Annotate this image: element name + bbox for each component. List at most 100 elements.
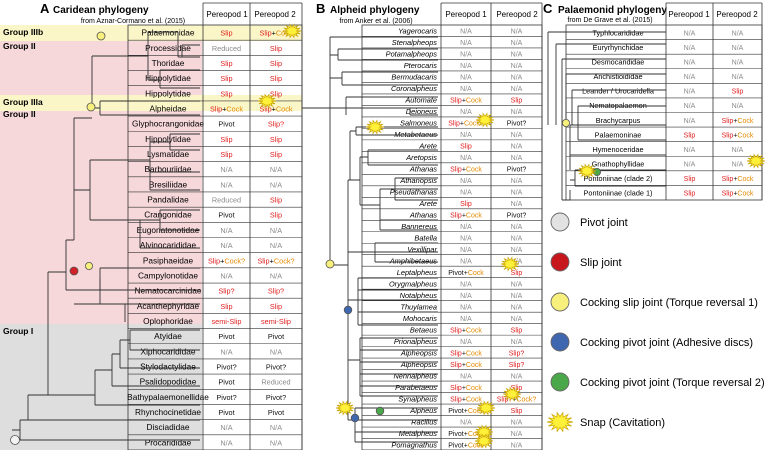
panel-a-nodes bbox=[10, 31, 106, 445]
taxon-name: Pasiphaeidae bbox=[143, 255, 194, 265]
taxon-name: Psalidopodidae bbox=[140, 377, 197, 387]
taxon-name: Vexillipar bbox=[407, 245, 437, 254]
cell-value: N/A bbox=[270, 423, 282, 432]
cell-value: Pivot bbox=[268, 332, 284, 341]
group-label-iiia: Group IIIa bbox=[3, 97, 43, 107]
cell-value: Slip bbox=[220, 302, 232, 311]
cell-value: N/A bbox=[732, 45, 744, 52]
cell-value: N/A bbox=[511, 178, 523, 185]
cell-value: Slip+Cock? bbox=[448, 121, 484, 128]
snap-icon bbox=[335, 400, 355, 416]
cell-value: N/A bbox=[511, 373, 523, 380]
cell-value: Pivot? bbox=[507, 167, 527, 174]
taxon-name: Typhlocarididae bbox=[592, 28, 643, 37]
cell-value: N/A bbox=[460, 155, 472, 162]
cell-value: N/A bbox=[220, 423, 232, 432]
cell-value: N/A bbox=[460, 224, 472, 231]
cell-value: N/A bbox=[270, 226, 282, 235]
taxon-name: Prionalpheus bbox=[394, 337, 437, 346]
cell-value: N/A bbox=[684, 74, 696, 81]
cell-value: N/A bbox=[511, 339, 523, 346]
cell-value: N/A bbox=[270, 165, 282, 174]
cell-value: semi-Slip bbox=[261, 317, 291, 326]
legend-label: Pivot joint bbox=[580, 217, 628, 229]
taxon-name: Alpheidae bbox=[150, 103, 187, 113]
cocking-slip-node bbox=[85, 261, 94, 270]
legend-label: Snap (Cavitation) bbox=[580, 417, 665, 429]
taxon-name: Lysmatidae bbox=[147, 149, 190, 159]
cell-value: N/A bbox=[220, 271, 232, 280]
cell-value: N/A bbox=[460, 190, 472, 197]
cell-value: Slip+Cock bbox=[259, 29, 292, 38]
cell-value: N/A bbox=[511, 224, 523, 231]
cell-value: Slip+Cock bbox=[722, 191, 754, 198]
cell-value: N/A bbox=[732, 30, 744, 37]
taxon-name: Glyphocrangonidae bbox=[132, 119, 204, 129]
cell-value: N/A bbox=[270, 271, 282, 280]
cell-value: N/A bbox=[511, 316, 523, 323]
snap-icon bbox=[474, 433, 494, 449]
adhesive-disc-node bbox=[350, 413, 360, 423]
cell-value: Slip? bbox=[268, 287, 284, 296]
cell-value: Pivot bbox=[218, 211, 234, 220]
taxon-name: Processidae bbox=[145, 43, 191, 53]
snap-bursts bbox=[257, 23, 766, 449]
legend-swatch bbox=[550, 212, 570, 232]
taxon-name: Crangonidae bbox=[144, 210, 192, 220]
cell-value: N/A bbox=[511, 419, 523, 426]
taxon-name: Leander / Urocaridella bbox=[582, 87, 655, 96]
panel-b-source: from Anker et al. (2006) bbox=[339, 18, 412, 25]
cell-value: N/A bbox=[511, 293, 523, 300]
group-iiia-band bbox=[0, 95, 302, 111]
cell-value: N/A bbox=[220, 438, 232, 447]
taxon-name: Mohocaris bbox=[403, 314, 437, 323]
cell-value: Pivot? bbox=[216, 393, 236, 402]
taxon-name: Euryrhynchidae bbox=[593, 43, 644, 52]
cell-value: N/A bbox=[220, 241, 232, 250]
taxon-name: Pandalidae bbox=[147, 195, 189, 205]
cell-value: Reduced bbox=[212, 44, 241, 53]
cell-value: N/A bbox=[684, 30, 696, 37]
taxon-name: Stylodactylidae bbox=[140, 362, 196, 372]
cell-value: Slip bbox=[270, 211, 282, 220]
cell-value: Slip bbox=[270, 196, 282, 205]
cell-value: N/A bbox=[511, 63, 523, 70]
taxon-name: Pseudathanas bbox=[390, 188, 438, 197]
taxon-name: Alvinocarididae bbox=[140, 240, 197, 250]
cell-value: N/A bbox=[732, 74, 744, 81]
cell-value: N/A bbox=[511, 29, 523, 36]
cell-value: Slip+Cock? bbox=[257, 256, 294, 265]
taxon-name: Pontoniinae (clade 2) bbox=[584, 174, 653, 183]
taxon-name: Arete bbox=[418, 199, 437, 208]
cell-value: N/A bbox=[460, 236, 472, 243]
taxon-name: Bathypalaemonellidae bbox=[127, 392, 209, 402]
taxon-name: Hippolytidae bbox=[145, 73, 191, 83]
group-label-iiib: Group IIIb bbox=[3, 27, 43, 37]
taxon-name: Hippolytidae bbox=[145, 134, 191, 144]
cell-value: Slip+Cock bbox=[450, 385, 482, 392]
taxon-name: Bannereus bbox=[401, 222, 437, 231]
taxon-name: Athanopsis bbox=[399, 176, 437, 185]
cell-value: Slip bbox=[220, 135, 232, 144]
cell-value: N/A bbox=[511, 144, 523, 151]
taxon-name: Betaeus bbox=[410, 325, 437, 334]
group-label-ii-top: Group II bbox=[3, 41, 36, 51]
cell-value: Slip bbox=[220, 59, 232, 68]
cell-value: N/A bbox=[511, 247, 523, 254]
cell-value: Pivot bbox=[218, 120, 234, 129]
cell-value: Pivot+Cock bbox=[448, 408, 484, 415]
cell-value: Pivot? bbox=[266, 393, 286, 402]
panel-a-letter: A bbox=[40, 1, 50, 16]
group-label-ii: Group II bbox=[3, 109, 36, 119]
taxon-name: Oplophoridae bbox=[143, 316, 193, 326]
taxon-name: Pontoniinae (clade 1) bbox=[584, 189, 653, 198]
cell-value: N/A bbox=[511, 132, 523, 139]
cell-value: Slip+Cock? bbox=[208, 256, 245, 265]
cell-value: Pivot? bbox=[507, 121, 527, 128]
cell-value: Pivot? bbox=[507, 213, 527, 220]
cell-value: N/A bbox=[732, 59, 744, 66]
panel-b-col1: Pereopod 1 bbox=[445, 10, 487, 19]
snap-icon bbox=[257, 93, 277, 109]
cell-value: Slip+Cock bbox=[722, 176, 754, 183]
cell-value: N/A bbox=[511, 281, 523, 288]
